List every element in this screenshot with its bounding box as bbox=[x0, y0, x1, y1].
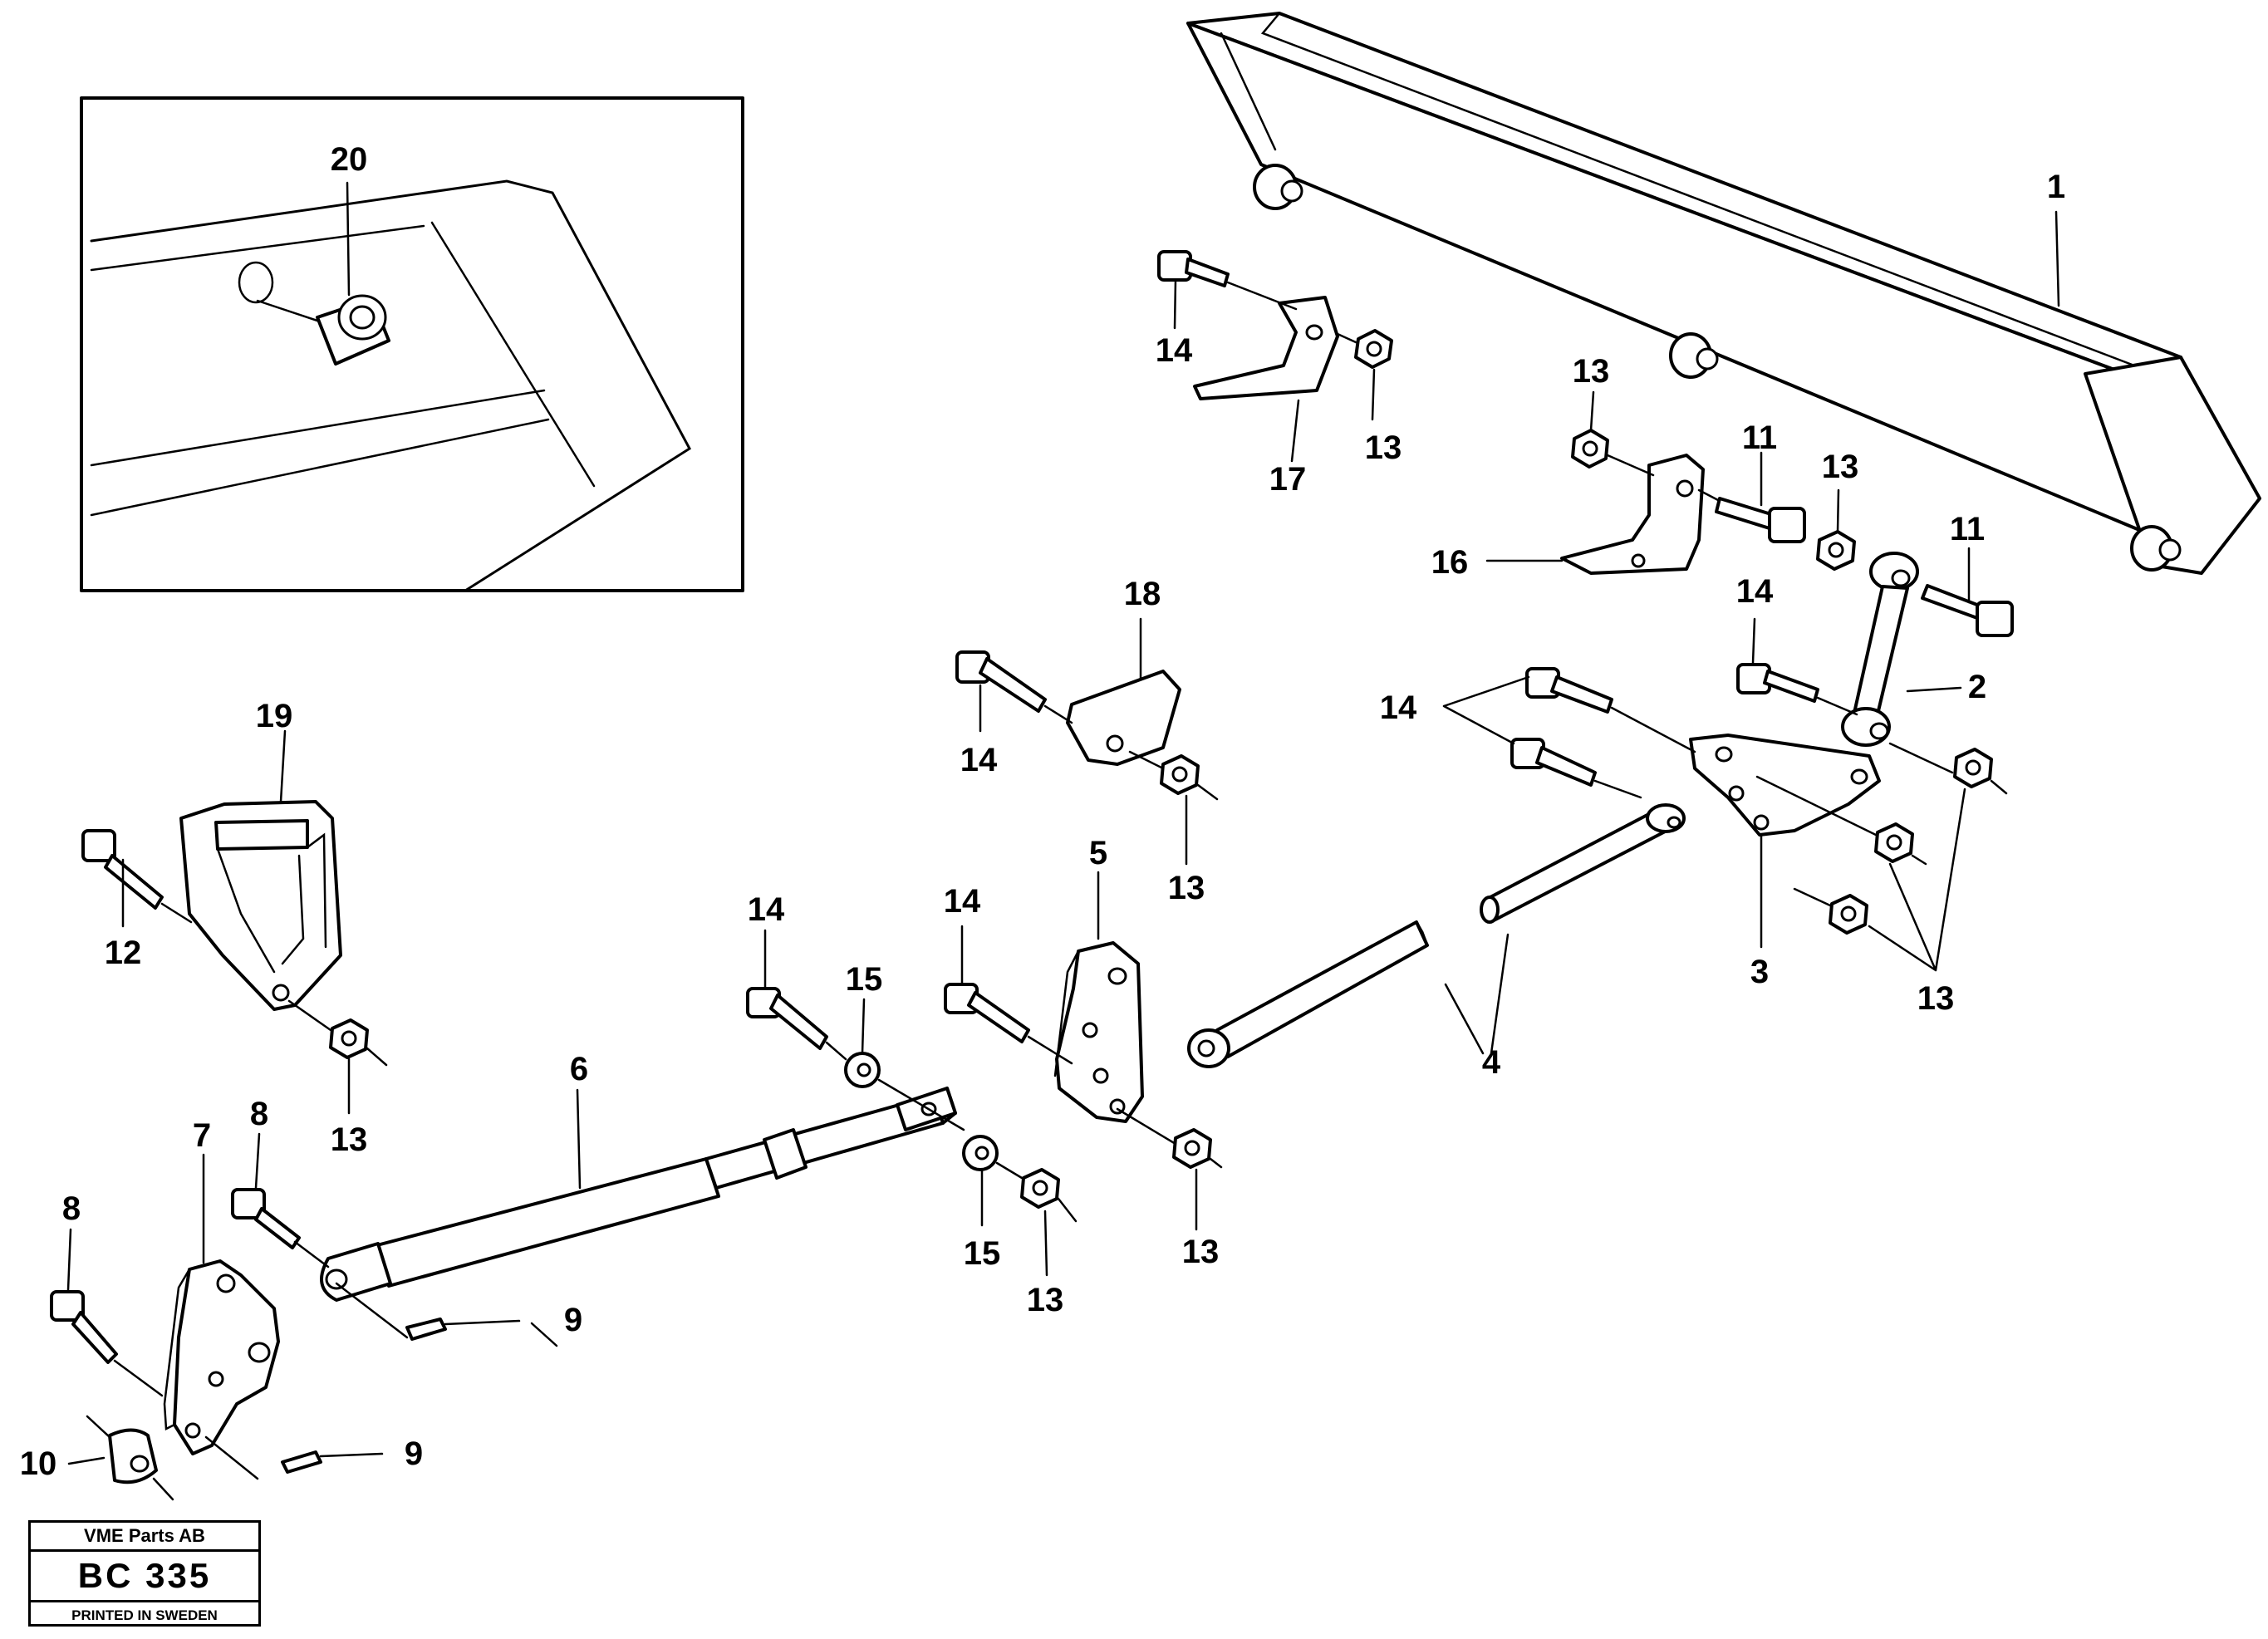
callout-13-part3: 13 bbox=[1917, 980, 1955, 1017]
callout-20: 20 bbox=[331, 141, 368, 178]
bolt-14-part18 bbox=[955, 650, 1073, 733]
nut-13-part16-left bbox=[1571, 390, 1655, 477]
callout-2: 2 bbox=[1968, 669, 1986, 705]
bracket-part-16 bbox=[1485, 454, 1705, 575]
bracket-part-18 bbox=[1066, 617, 1181, 766]
cylinder-part-6 bbox=[320, 1087, 957, 1347]
callout-8-lower: 8 bbox=[62, 1190, 81, 1227]
nut-13-part19 bbox=[287, 999, 388, 1115]
callout-8-upper: 8 bbox=[250, 1096, 268, 1132]
callout-12: 12 bbox=[105, 935, 142, 971]
callout-4: 4 bbox=[1482, 1044, 1501, 1081]
pin-9-upper bbox=[405, 1318, 521, 1341]
callout-19: 19 bbox=[256, 698, 293, 734]
bolt-14-link bbox=[1736, 617, 1858, 716]
stamp-printed: PRINTED IN SWEDEN bbox=[71, 1607, 218, 1623]
bushing-part-10 bbox=[67, 1415, 174, 1501]
nut-13-part5 bbox=[1172, 1128, 1223, 1231]
plate-part-5 bbox=[1053, 871, 1181, 1148]
callout-13-part19: 13 bbox=[331, 1121, 368, 1158]
callout-17: 17 bbox=[1269, 461, 1307, 498]
bolt-11-part16 bbox=[1697, 451, 1806, 543]
bolt-11-link bbox=[1921, 547, 2014, 637]
link-part-2 bbox=[1841, 552, 1962, 774]
callout-9-upper: 9 bbox=[564, 1302, 582, 1338]
bolt-8-lower bbox=[50, 1228, 164, 1397]
leader-14-part3 bbox=[1442, 675, 1530, 745]
callout-14-part18: 14 bbox=[960, 742, 998, 778]
washer-15-left bbox=[825, 998, 965, 1131]
callout-labels: 1 2 3 4 5 6 7 8 8 9 9 10 11 11 12 13 13 … bbox=[20, 141, 2065, 1482]
callout-3: 3 bbox=[1750, 954, 1769, 990]
bolt-14-part3-upper bbox=[1525, 667, 1696, 753]
callout-13-part17: 13 bbox=[1365, 429, 1402, 466]
callout-5: 5 bbox=[1089, 835, 1107, 871]
bolt-14-part6 bbox=[746, 929, 828, 1050]
nut-13-part3-b bbox=[1793, 887, 1868, 935]
callout-14-part3: 14 bbox=[1380, 689, 1417, 726]
callout-14-link: 14 bbox=[1736, 573, 1774, 610]
callout-9-lower: 9 bbox=[405, 1435, 423, 1472]
callout-6: 6 bbox=[570, 1051, 588, 1087]
title-stamp: VME Parts AB BC 335 PRINTED IN SWEDEN bbox=[28, 1520, 261, 1627]
callout-7: 7 bbox=[193, 1117, 211, 1154]
callout-11-lower: 11 bbox=[1950, 511, 1985, 547]
callout-14-part5: 14 bbox=[944, 883, 981, 920]
bolt-14-part5 bbox=[944, 925, 1073, 1065]
bolt-14-upper bbox=[1157, 250, 1298, 330]
callout-11-upper: 11 bbox=[1742, 420, 1777, 456]
bushing-part-20 bbox=[316, 294, 390, 366]
bolt-12 bbox=[81, 829, 193, 928]
callout-14-part6: 14 bbox=[748, 891, 785, 928]
bolt-14-part3-lower bbox=[1510, 738, 1642, 799]
nut-13-part6 bbox=[1020, 1168, 1078, 1277]
stamp-company: VME Parts AB bbox=[31, 1523, 258, 1552]
inset-detail bbox=[80, 96, 744, 592]
nut-13-link bbox=[1953, 748, 2008, 795]
callout-15-right: 15 bbox=[964, 1235, 1001, 1272]
pin-9-lower bbox=[281, 1450, 384, 1474]
beam-part-1 bbox=[1186, 12, 2261, 575]
callout-13-part16-right: 13 bbox=[1822, 449, 1859, 485]
plate-part-3 bbox=[1689, 734, 1881, 949]
callout-18: 18 bbox=[1124, 576, 1161, 612]
callout-14-part17: 14 bbox=[1156, 332, 1193, 369]
nut-13-upper bbox=[1336, 329, 1393, 421]
callout-13-part5: 13 bbox=[1182, 1234, 1220, 1270]
callout-10: 10 bbox=[20, 1445, 57, 1482]
rod-part-4 bbox=[1187, 803, 1686, 1068]
callout-1: 1 bbox=[2047, 169, 2065, 205]
bracket-part-19 bbox=[179, 729, 342, 1011]
callout-13-part18: 13 bbox=[1168, 870, 1205, 906]
callout-16: 16 bbox=[1431, 544, 1469, 581]
callout-15-left: 15 bbox=[846, 961, 883, 998]
stamp-code: BC 335 bbox=[31, 1552, 258, 1602]
washer-15-right bbox=[962, 1135, 1024, 1227]
bracket-part-7 bbox=[163, 1153, 280, 1480]
callout-13-part16-left: 13 bbox=[1573, 353, 1610, 390]
callout-13-part6: 13 bbox=[1027, 1282, 1064, 1318]
nut-13-part16-right bbox=[1816, 488, 1856, 571]
nut-13-part18 bbox=[1128, 750, 1219, 866]
bracket-part-17 bbox=[1193, 296, 1339, 463]
nut-13-part3-a bbox=[1755, 775, 1927, 866]
bolt-8-upper bbox=[231, 1132, 330, 1269]
leader-13-part3 bbox=[1868, 788, 1966, 972]
